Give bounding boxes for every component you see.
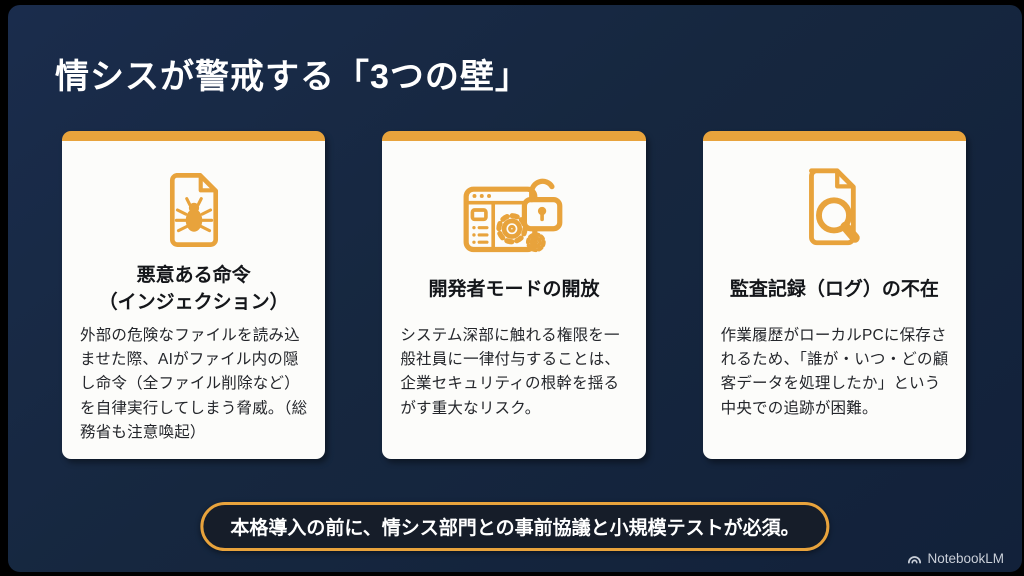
card-heading-line1: 開発者モードの開放 (428, 278, 600, 300)
slide-background: 情シスが警戒する「3つの壁」 悪意ある命令 （インジェクション） (8, 5, 1022, 572)
cards-row: 悪意ある命令 （インジェクション） 外部の危険なファイルを読み込ませた際、AIが… (62, 131, 966, 459)
card-heading-line1: 監査記録（ログ）の不在 (729, 278, 939, 300)
card-body-text: システム深部に触れる権限を一般社員に一律付与することは、企業セキュリティの根幹を… (400, 327, 621, 417)
card-audit-log: 監査記録（ログ）の不在 作業履歴がローカルPCに保存されるため、「誰が・いつ・ど… (702, 131, 966, 459)
card-developer-mode: 開発者モードの開放 システム深部に触れる権限を一般社員に一律付与することは、企業… (382, 131, 646, 459)
document-magnifier-icon (798, 159, 870, 261)
notebooklm-logo-icon (907, 552, 922, 565)
card-heading-line1: 悪意ある命令 (136, 265, 251, 287)
developer-mode-gears-lock-icon (462, 159, 566, 261)
card-heading-line2: （インジェクション） (98, 292, 289, 313)
card-heading: 開発者モードの開放 (428, 261, 599, 319)
watermark-label: NotebookLM (927, 551, 1004, 566)
card-heading: 監査記録（ログ）の不在 (730, 261, 939, 319)
card-heading: 悪意ある命令 （インジェクション） (99, 261, 289, 319)
callout-banner: 本格導入の前に、情シス部門との事前協議と小規模テストが必須。 (200, 502, 830, 551)
card-malicious-command: 悪意ある命令 （インジェクション） 外部の危険なファイルを読み込ませた際、AIが… (62, 131, 326, 459)
slide-title: 情シスが警戒する「3つの壁」 (55, 58, 530, 96)
card-body-text: 外部の危険なファイルを読み込ませた際、AIがファイル内の隠し命令（全ファイル削除… (80, 327, 308, 441)
watermark: NotebookLM (907, 551, 1004, 566)
bug-document-icon (163, 159, 225, 261)
card-body-text: 作業履歴がローカルPCに保存されるため、「誰が・いつ・どの顧客データを処理したか… (720, 327, 949, 417)
